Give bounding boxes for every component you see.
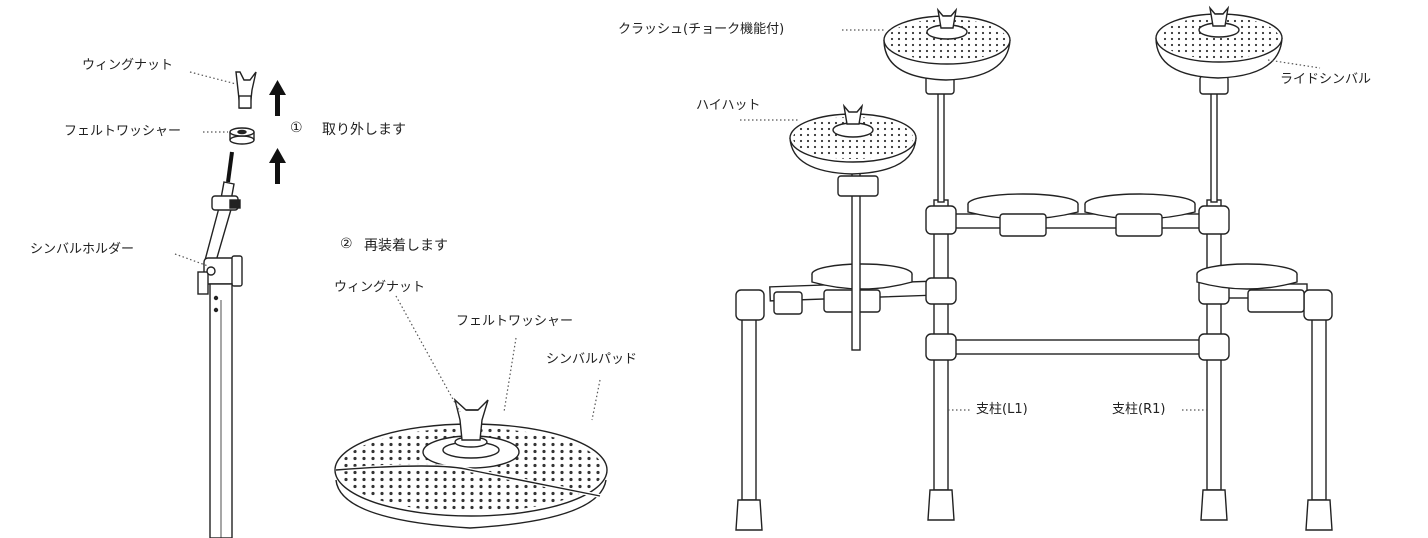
cymbal-pad-large-icon [334, 423, 608, 529]
cymbal-stand-rods-icon [925, 75, 1229, 203]
crash-cymbal-icon [883, 7, 1011, 81]
wing-nut-removed-icon [235, 71, 257, 109]
label-wing-nut-top: ウィングナット [82, 58, 174, 73]
up-arrow-icon [269, 80, 286, 184]
label-hihat: ハイハット [696, 98, 761, 113]
hihat-stand-icon [837, 169, 879, 351]
label-cymbal-holder: シンバルホルダー [30, 242, 135, 257]
label-felt-washer-bottom: フェルトワッシャー [456, 314, 574, 329]
felt-washer-removed-icon [229, 127, 255, 145]
cymbal-holder-arm-icon [197, 151, 243, 295]
label-ride-cymbal: ライドシンバル [1280, 72, 1372, 87]
hihat-cymbal-icon [789, 103, 917, 175]
leader-lines-right [740, 29, 1321, 411]
label-felt-washer-top: フェルトワッシャー [64, 124, 182, 139]
step1-number: ① [290, 120, 303, 136]
step2-text: 再装着します [364, 238, 448, 254]
leader-lines-left [174, 71, 601, 421]
stand-post-icon [209, 283, 233, 538]
step1-text: 取り外します [322, 122, 406, 138]
ride-cymbal-icon [1155, 5, 1283, 79]
label-crash-cymbal: クラッシュ(チョーク機能付) [618, 22, 785, 37]
label-post-l1: 支柱(L1) [976, 402, 1028, 417]
wing-nut-installed-icon [453, 397, 489, 448]
drum-pads-icon [773, 193, 1305, 315]
label-post-r1: 支柱(R1) [1112, 402, 1166, 417]
drum-rack-frame-icon [735, 199, 1333, 531]
label-cymbal-pad: シンバルパッド [546, 352, 638, 367]
label-wing-nut-bottom: ウィングナット [334, 280, 426, 295]
step2-number: ② [340, 236, 353, 252]
